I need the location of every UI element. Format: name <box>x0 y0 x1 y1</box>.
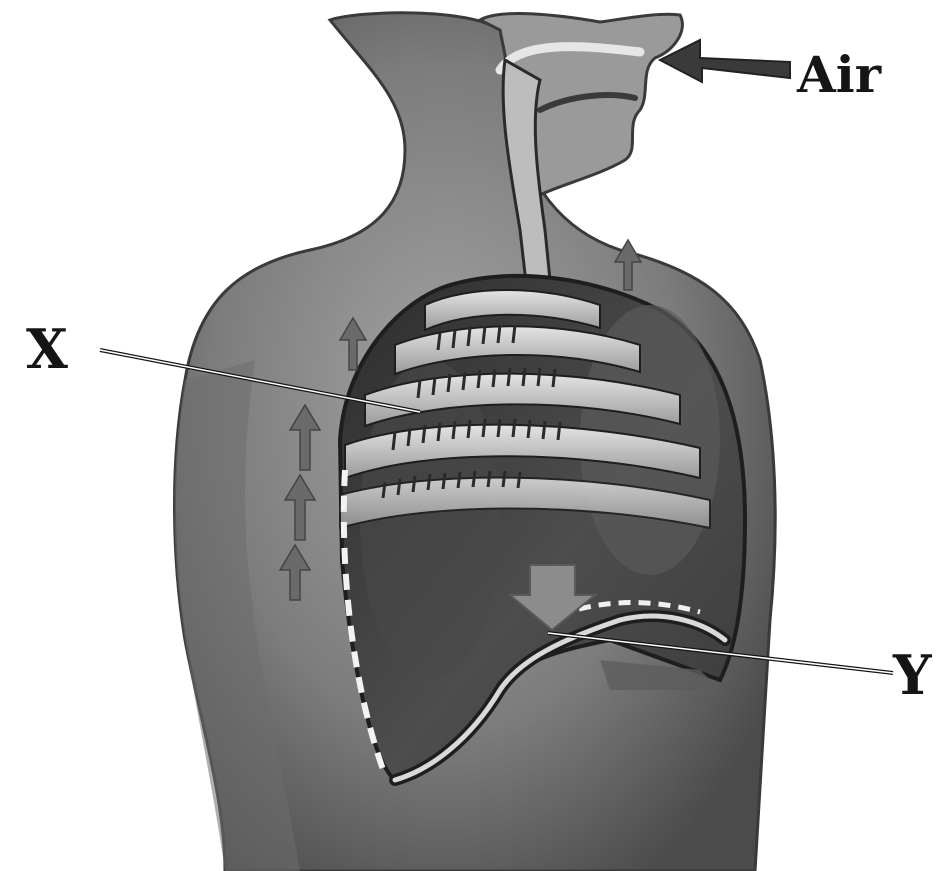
arrow-left-icon <box>660 40 790 82</box>
label-x: X <box>26 322 68 376</box>
label-air: Air <box>797 50 881 100</box>
air-arrow <box>660 40 790 82</box>
label-y: Y <box>893 648 932 702</box>
